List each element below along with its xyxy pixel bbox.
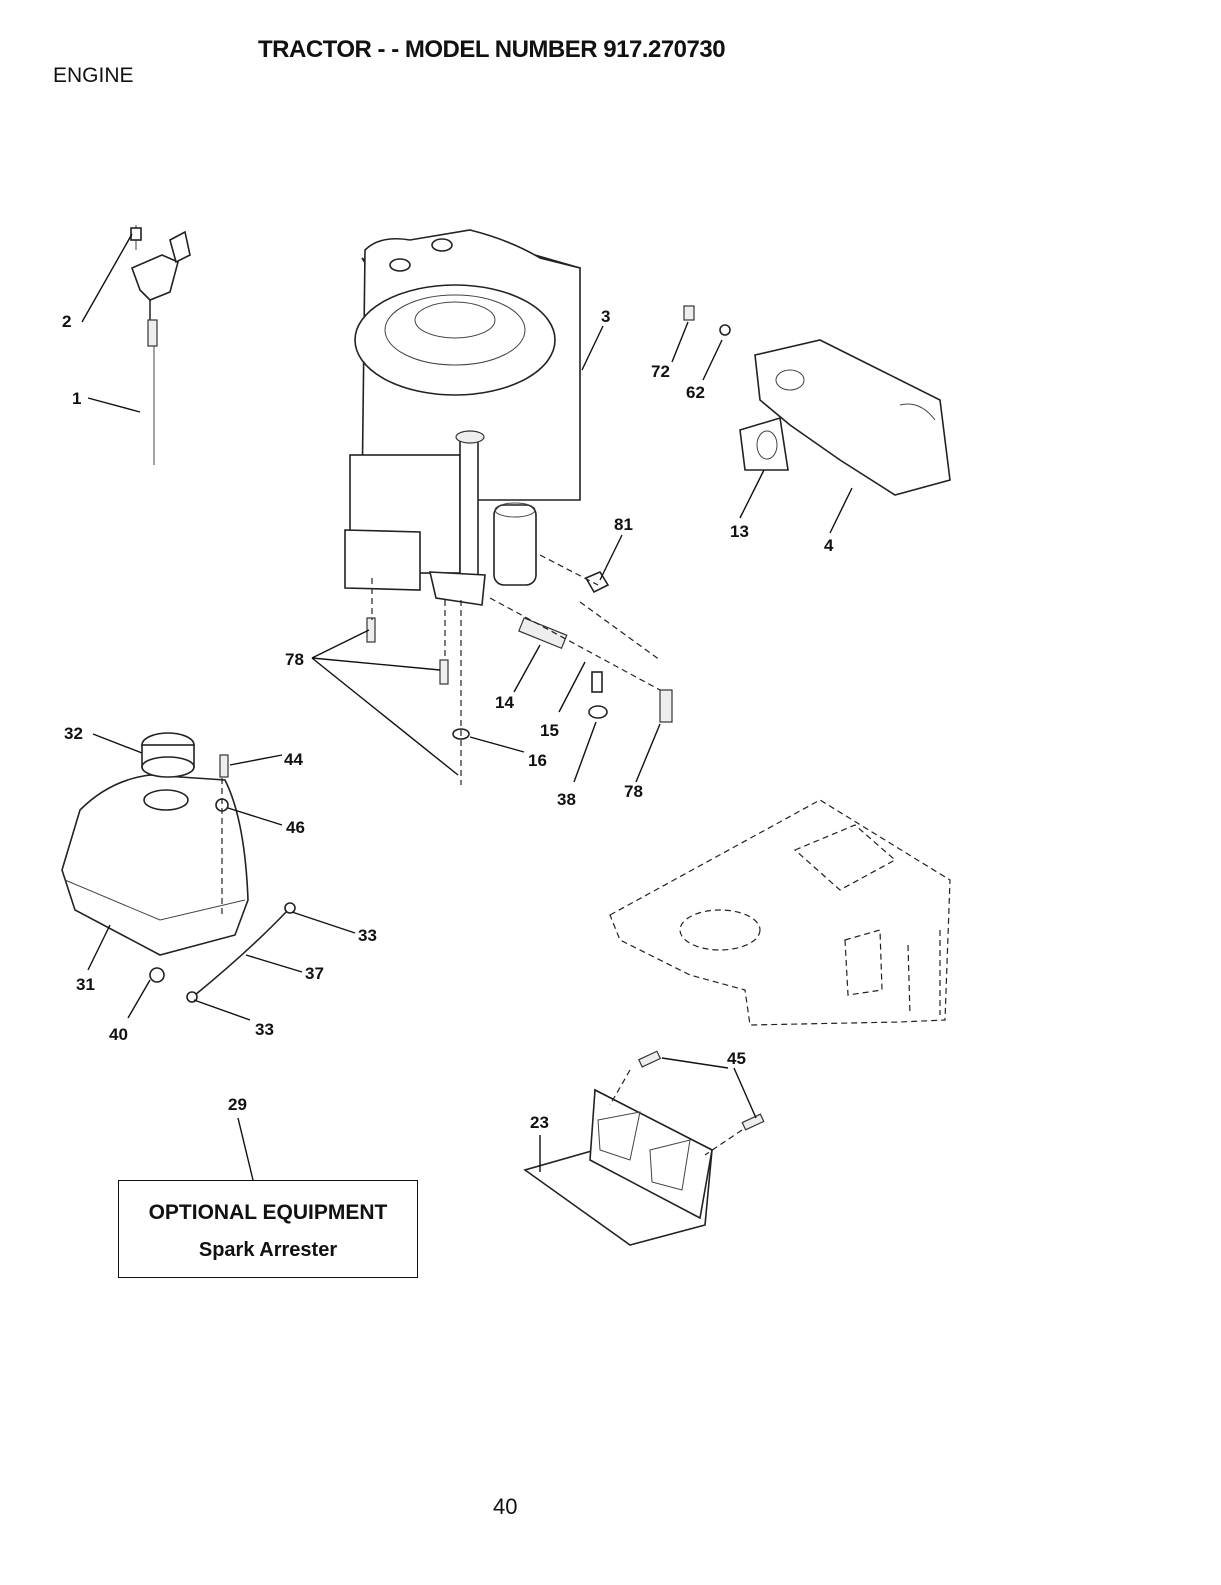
- callout-40: 40: [109, 1025, 128, 1044]
- callout-81: 81: [614, 515, 633, 534]
- callout-38: 38: [557, 790, 576, 809]
- callout-45: 45: [727, 1049, 746, 1068]
- page-number: 40: [493, 1494, 517, 1520]
- callout-4: 4: [824, 536, 834, 555]
- callout-37: 37: [305, 964, 324, 983]
- optional-equipment-item: Spark Arrester: [119, 1239, 417, 1262]
- fuel-tank-part: [62, 733, 248, 982]
- muffler-part: [740, 340, 950, 495]
- callout-14: 14: [495, 693, 514, 712]
- callout-33-bottom: 33: [255, 1020, 274, 1039]
- callout-3: 3: [601, 307, 610, 326]
- callout-16: 16: [528, 751, 547, 770]
- optional-equipment-box: OPTIONAL EQUIPMENT Spark Arrester: [118, 1180, 418, 1278]
- callout-31: 31: [76, 975, 95, 994]
- callout-33-top: 33: [358, 926, 377, 945]
- spark-arrester-plate: [525, 1051, 764, 1245]
- callout-62: 62: [686, 383, 705, 402]
- callout-2: 2: [62, 312, 71, 331]
- callout-44: 44: [284, 750, 303, 769]
- engine-part: [345, 230, 580, 605]
- callout-72: 72: [651, 362, 670, 381]
- callout-1: 1: [72, 389, 81, 408]
- callout-29: 29: [228, 1095, 247, 1114]
- callout-46: 46: [286, 818, 305, 837]
- throttle-control-part: [131, 225, 190, 465]
- optional-equipment-heading: OPTIONAL EQUIPMENT: [119, 1201, 417, 1225]
- callout-32: 32: [64, 724, 83, 743]
- callout-13: 13: [730, 522, 749, 541]
- callout-15: 15: [540, 721, 559, 740]
- callout-78-left: 78: [285, 650, 304, 669]
- callout-78-right: 78: [624, 782, 643, 801]
- engine-mount-plate: [610, 800, 950, 1025]
- callout-23: 23: [530, 1113, 549, 1132]
